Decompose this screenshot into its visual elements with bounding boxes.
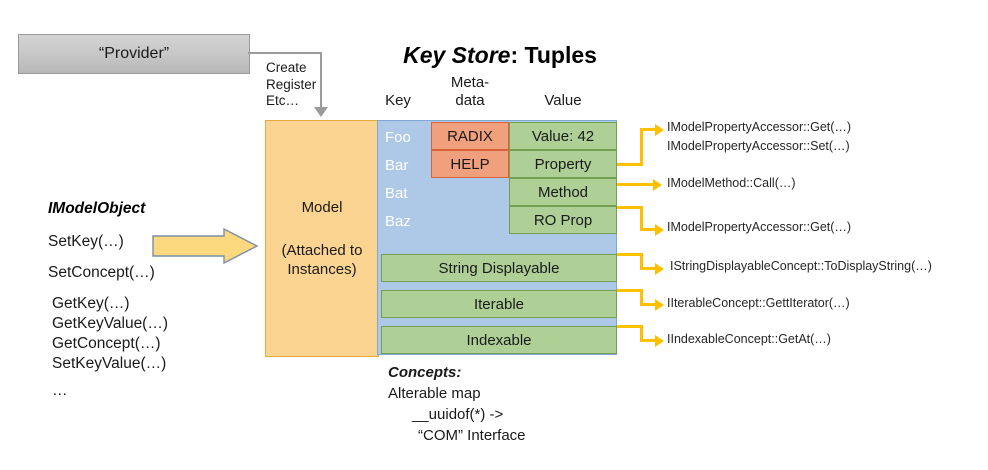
- annotation-arrow-4-horizontal-b: [640, 267, 657, 270]
- annotation-arrow-3-head-icon: [655, 224, 664, 236]
- annotation-arrow-6-horizontal-a: [617, 325, 643, 328]
- title-emphasis: Key Store: [403, 42, 511, 68]
- concept-row-iterable[interactable]: Iterable: [381, 290, 617, 318]
- annotation-arrow-3-horizontal-b: [640, 228, 657, 231]
- column-header-key: Key: [385, 92, 411, 109]
- connector-label: Create Register Etc…: [266, 60, 317, 108]
- annotation-arrow-6-vertical: [640, 325, 643, 342]
- annotation-arrow-4-head-icon: [655, 263, 664, 275]
- annotation-arrow-5-head-icon: [655, 299, 664, 311]
- concepts-line-2: __uuidof(*) ->: [412, 406, 504, 423]
- api-item-setkey[interactable]: SetKey(…): [48, 233, 124, 250]
- model-box-subtitle: (Attached to Instances): [281, 242, 363, 278]
- annotation-label-6: IIterableConcept::GettIterator(…): [667, 296, 850, 310]
- annotation-label-2: IModelPropertyAccessor::Set(…): [667, 139, 850, 153]
- metadata-cell-radix[interactable]: RADIX: [431, 122, 509, 150]
- annotation-arrow-5-vertical: [640, 289, 643, 306]
- annotation-arrow-5-horizontal-b: [640, 303, 657, 306]
- annotation-arrow-3-vertical: [640, 206, 643, 231]
- key-cell-bar[interactable]: Bar: [385, 156, 409, 174]
- annotation-arrow-6-head-icon: [655, 335, 664, 347]
- annotation-arrow-1-horizontal-a: [617, 163, 643, 166]
- concepts-note: Concepts: Alterable map __uuidof(*) -> “…: [388, 362, 526, 446]
- metadata-cell-help[interactable]: HELP: [431, 150, 509, 178]
- api-item-setkeyvalue[interactable]: SetKeyValue(…): [52, 355, 167, 372]
- imodelobject-heading: IModelObject: [48, 200, 146, 217]
- api-item-getkeyvalue[interactable]: GetKeyValue(…): [52, 315, 169, 332]
- column-header-metadata: Meta- data: [450, 74, 490, 109]
- concepts-header: Concepts:: [388, 364, 462, 381]
- concepts-line-3: “COM” Interface: [418, 427, 526, 444]
- annotation-arrow-5-horizontal-a: [617, 289, 643, 292]
- api-item-getkey[interactable]: GetKey(…): [52, 295, 130, 312]
- annotation-label-7: IIndexableConcept::GetAt(…): [667, 332, 831, 346]
- connector-horizontal-segment: [248, 52, 322, 54]
- key-cell-bat[interactable]: Bat: [385, 184, 408, 202]
- annotation-arrow-1-horizontal-b: [640, 128, 657, 131]
- key-cell-baz[interactable]: Baz: [385, 212, 411, 230]
- api-group-secondary: GetKey(…) GetKeyValue(…) GetConcept(…) S…: [48, 295, 168, 372]
- annotation-label-3: IModelMethod::Call(…): [667, 176, 796, 190]
- value-cell-property[interactable]: Property: [509, 150, 617, 178]
- value-cell-value42[interactable]: Value: 42: [509, 122, 617, 150]
- connector-arrowhead-icon: [314, 107, 328, 117]
- model-box-title: Model: [301, 199, 343, 216]
- concept-row-string-displayable[interactable]: String Displayable: [381, 254, 617, 282]
- imodelobject-method-list: SetKey(…) SetConcept(…) GetKey(…) GetKey…: [48, 233, 168, 399]
- model-box[interactable]: Model (Attached to Instances): [265, 120, 379, 357]
- annotation-label-5: IStringDisplayableConcept::ToDisplayStri…: [670, 259, 932, 273]
- annotation-arrow-1-head-icon: [655, 124, 664, 136]
- connector-vertical-segment: [320, 52, 322, 108]
- api-item-getconcept[interactable]: GetConcept(…): [52, 335, 161, 352]
- annotation-arrow-3-horizontal-a: [617, 206, 643, 209]
- concept-row-indexable[interactable]: Indexable: [381, 326, 617, 354]
- flow-block-arrow-icon: [152, 228, 258, 264]
- column-header-value: Value: [544, 92, 582, 109]
- api-group-primary: SetKey(…) SetConcept(…): [48, 233, 168, 281]
- annotation-arrow-2-horizontal: [617, 183, 655, 186]
- annotation-arrow-2-head-icon: [653, 179, 662, 191]
- key-cell-foo[interactable]: Foo: [385, 128, 411, 146]
- api-item-setconcept[interactable]: SetConcept(…): [48, 264, 155, 281]
- provider-label: “Provider”: [98, 45, 170, 62]
- page-title: Key Store: Tuples: [350, 42, 650, 69]
- key-store-table: Foo Bar Bat Baz RADIX HELP Value: 42 Pro…: [377, 120, 617, 355]
- provider-box[interactable]: “Provider”: [18, 34, 250, 74]
- annotation-arrow-1-vertical: [640, 128, 643, 166]
- annotation-arrow-4-horizontal-a: [617, 253, 643, 256]
- annotation-arrow-4-vertical: [640, 253, 643, 270]
- annotation-arrow-6-horizontal-b: [640, 339, 657, 342]
- annotation-label-1: IModelPropertyAccessor::Get(…): [667, 120, 852, 134]
- api-list-ellipsis: …: [52, 382, 68, 399]
- value-cell-ro-prop[interactable]: RO Prop: [509, 206, 617, 234]
- concepts-line-1: Alterable map: [388, 385, 481, 402]
- annotation-label-4: IModelPropertyAccessor::Get(…): [667, 220, 852, 234]
- value-cell-method[interactable]: Method: [509, 178, 617, 206]
- title-rest: : Tuples: [510, 42, 597, 68]
